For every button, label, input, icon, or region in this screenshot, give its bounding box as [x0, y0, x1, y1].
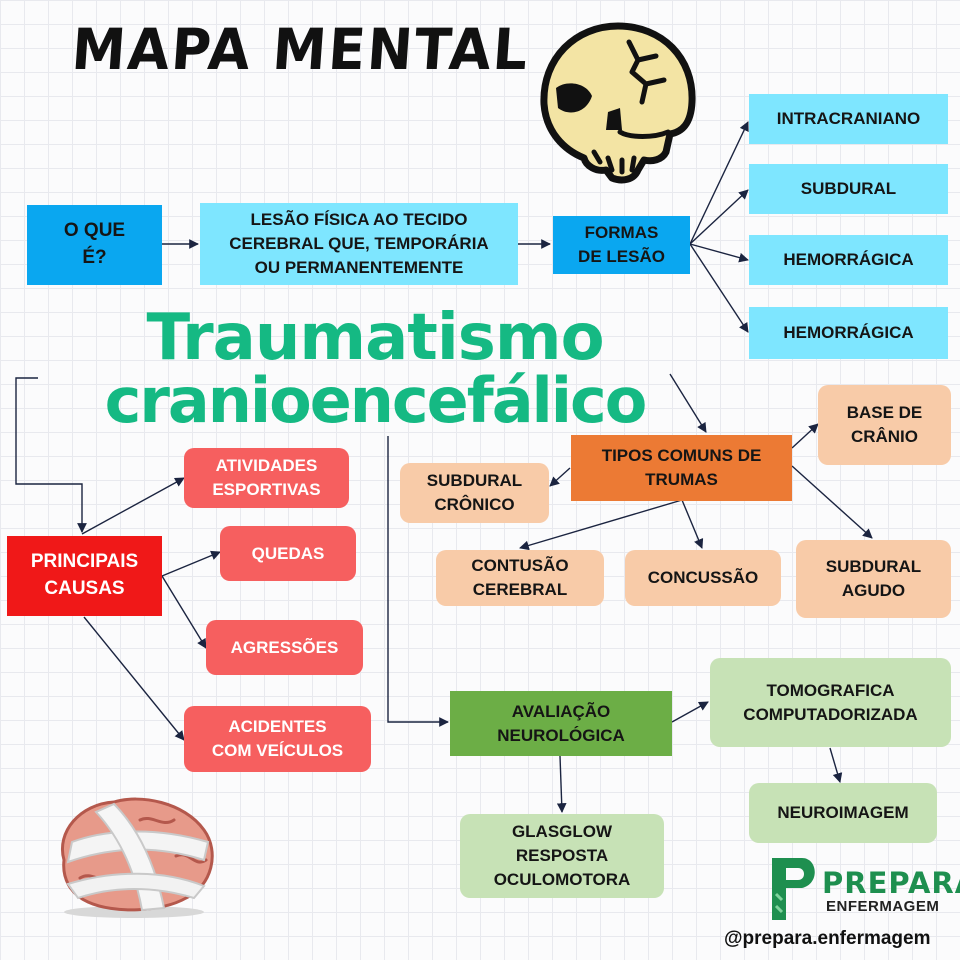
node-tipo-concussao: CONCUSSÃO	[625, 550, 781, 606]
node-tipos-comuns: TIPOS COMUNS DE TRUMAS	[571, 435, 792, 501]
node-forma-hemorragica-1: HEMORRÁGICA	[749, 235, 948, 285]
node-tipo-base-cranio: BASE DE CRÂNIO	[818, 385, 951, 465]
brand-name-top: PREPARA	[822, 866, 960, 900]
node-tipo-contusao-cerebral: CONTUSÃO CEREBRAL	[436, 550, 604, 606]
bandaged-brain-icon	[61, 797, 214, 918]
node-definicao: LESÃO FÍSICA AO TECIDO CEREBRAL QUE, TEM…	[200, 203, 518, 285]
cracked-skull-icon	[540, 22, 696, 184]
node-aval-neuroimagem: NEUROIMAGEM	[749, 783, 937, 843]
node-forma-subdural: SUBDURAL	[749, 164, 948, 214]
prepara-logo-icon	[772, 858, 815, 920]
node-principais-causas: PRINCIPAIS CAUSAS	[7, 536, 162, 616]
node-aval-glasgow: GLASGLOW RESPOSTA OCULOMOTORA	[460, 814, 664, 898]
node-tipo-subdural-cronico: SUBDURAL CRÔNICO	[400, 463, 549, 523]
node-o-que-e: O QUE É?	[27, 205, 162, 285]
brand-name-bottom: ENFERMAGEM	[826, 898, 940, 915]
node-forma-hemorragica-2: HEMORRÁGICA	[749, 307, 948, 359]
node-forma-intracraniano: INTRACRANIANO	[749, 94, 948, 144]
node-tipo-subdural-agudo: SUBDURAL AGUDO	[796, 540, 951, 618]
node-causa-atividades-esportivas: ATIVIDADES ESPORTIVAS	[184, 448, 349, 508]
social-handle[interactable]: @prepara.enfermagem	[724, 928, 931, 949]
brand-logo: PREPARA ENFERMAGEM	[768, 854, 960, 924]
node-causa-acidentes: ACIDENTES COM VEÍCULOS	[184, 706, 371, 772]
main-title-line1: Traumatismo	[146, 301, 604, 375]
main-title: Traumatismo cranioencefálico	[60, 306, 690, 432]
node-causa-quedas: QUEDAS	[220, 526, 356, 581]
node-avaliacao-neurologica: AVALIAÇÃO NEUROLÓGICA	[450, 691, 672, 756]
node-aval-tomografia: TOMOGRAFICA COMPUTADORIZADA	[710, 658, 951, 747]
header-title: MAPA MENTAL	[69, 16, 532, 83]
node-formas-lesao: FORMAS DE LESÃO	[553, 216, 690, 274]
node-causa-agressoes: AGRESSÕES	[206, 620, 363, 675]
main-title-line2: cranioencefálico	[104, 364, 648, 437]
